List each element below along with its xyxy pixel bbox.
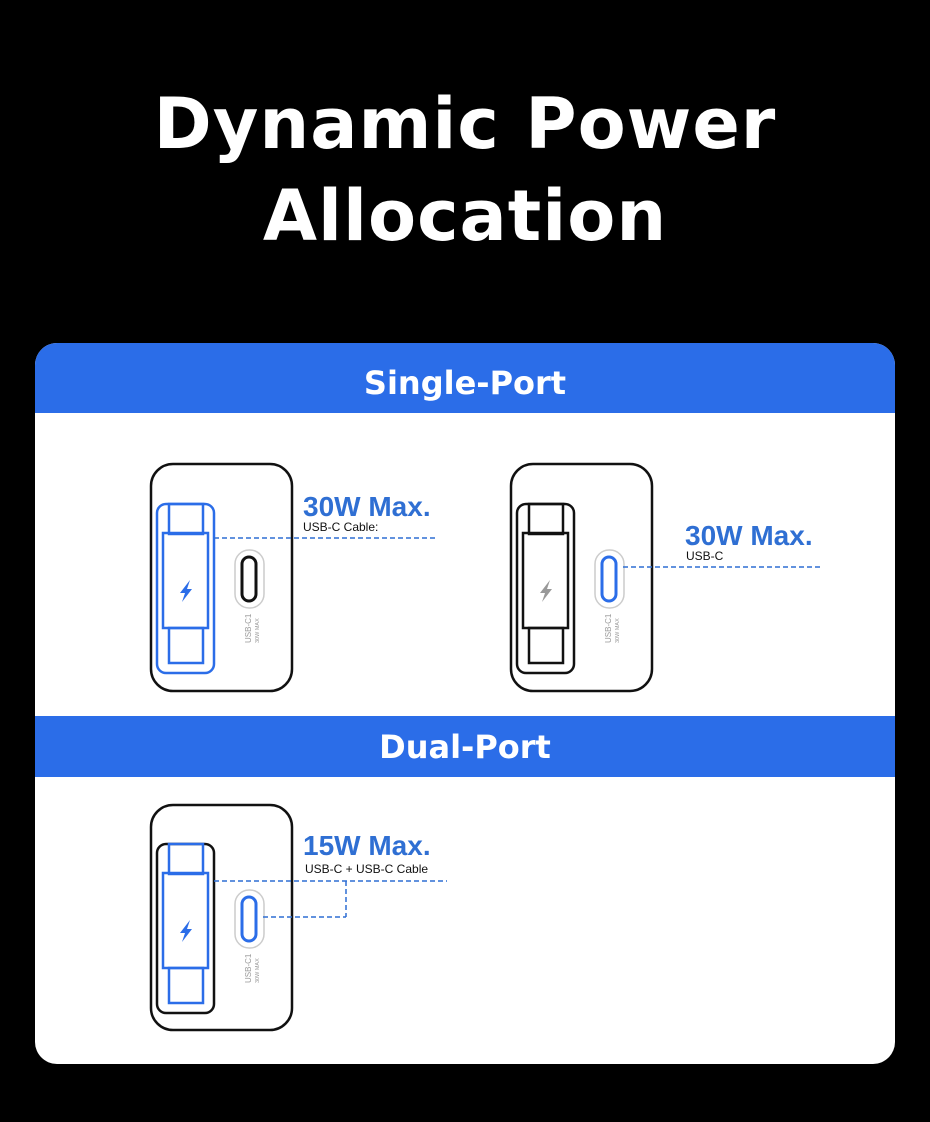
title-line-2: Allocation [262, 175, 668, 257]
sub-label-dual: USB-C + USB-C Cable [305, 862, 429, 876]
charger-dual-active: USB-C1 30W MAX [149, 803, 447, 1032]
watt-label-dual: 15W Max. [303, 830, 431, 861]
title-line-1: Dynamic Power [153, 83, 777, 165]
port-label: USB-C1 [244, 613, 253, 643]
lightning-bolt-icon [180, 920, 192, 942]
single-port-heading: Single-Port [35, 353, 895, 413]
lightning-bolt-icon [180, 580, 192, 602]
charger-cable-active: USB-C1 30W MAX [149, 462, 435, 693]
port-label: USB-C1 [244, 953, 253, 983]
usb-c-port [240, 555, 258, 603]
usb-c-port-outer [234, 889, 265, 949]
dual-port-heading: Dual-Port [35, 716, 895, 777]
port-rating: 30W MAX [615, 618, 621, 643]
charger-diagrams: USB-C1 30W MAX USB-C1 30W MAX [149, 462, 823, 1032]
page-title: Dynamic Power Allocation [0, 78, 930, 262]
usb-c-port [600, 555, 618, 603]
port-rating: 30W MAX [255, 958, 261, 983]
charger-port-active: USB-C1 30W MAX [509, 462, 823, 693]
usb-c-port-outer [234, 549, 265, 609]
lightning-bolt-icon [540, 580, 552, 602]
usb-c-port-outer [594, 549, 625, 609]
allocation-card: Single-Port Dual-Port USB-C1 30W MAX [35, 343, 895, 1064]
port-rating: 30W MAX [255, 618, 261, 643]
card-top-band [35, 343, 895, 355]
usb-c-port [240, 895, 258, 943]
watt-label-cable: 30W Max. [303, 491, 431, 522]
watt-label-port: 30W Max. [685, 520, 813, 551]
sub-label-port: USB-C [686, 549, 724, 563]
sub-label-cable: USB-C Cable: [303, 520, 379, 534]
port-label: USB-C1 [604, 613, 613, 643]
